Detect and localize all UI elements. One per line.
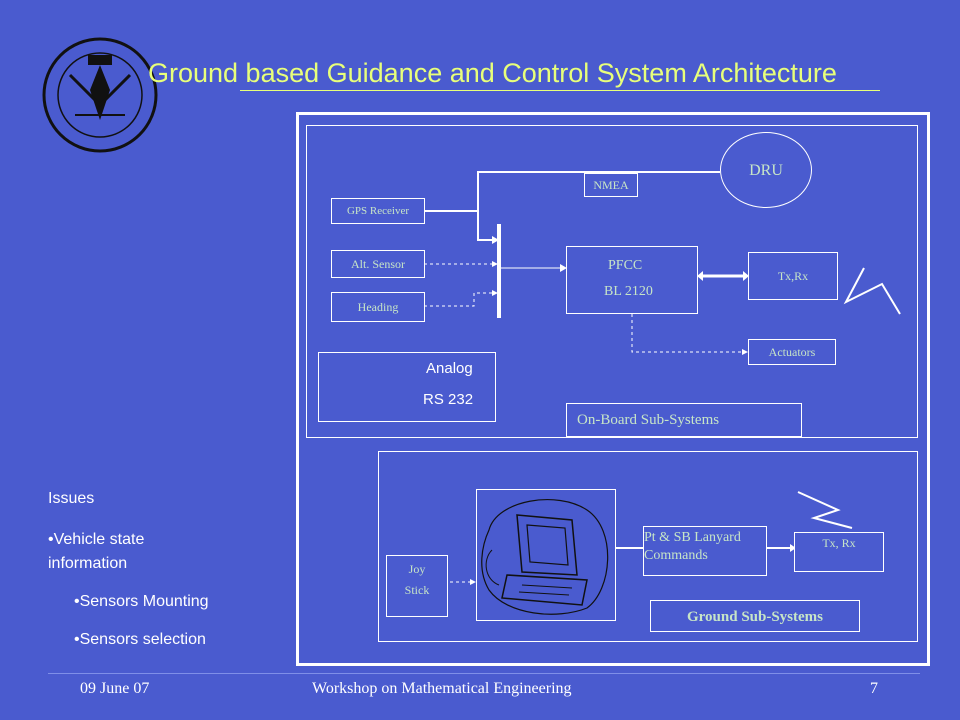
- nmea-label: NMEA: [584, 173, 638, 197]
- footer-divider: [48, 673, 920, 674]
- gps-receiver-box: GPS Receiver: [331, 198, 425, 224]
- lanyard-commands-box: Pt & SB Lanyard Commands: [643, 526, 767, 576]
- computer-icon: [476, 489, 616, 621]
- footer-event: Workshop on Mathematical Engineering: [312, 680, 572, 697]
- dru-label: DRU: [749, 162, 783, 179]
- onboard-txrx-box: Tx,Rx: [748, 252, 838, 300]
- lanyard-label-line2: Commands: [644, 548, 708, 563]
- issues-heading: Issues: [48, 490, 95, 507]
- actuators-box: Actuators: [748, 339, 836, 365]
- onboard-subsystems-label: On-Board Sub-Systems: [566, 403, 802, 437]
- onboard-panel: [306, 125, 918, 438]
- ground-txrx-box: Tx, Rx: [794, 532, 884, 572]
- joystick-box: Joy Stick: [386, 555, 448, 617]
- slide-title: Ground based Guidance and Control System…: [148, 58, 837, 88]
- footer-date: 09 June 07: [80, 680, 150, 697]
- joystick-label-line1: Joy: [408, 562, 426, 576]
- joystick-label-line2: Stick: [404, 583, 430, 597]
- heading-box: Heading: [331, 292, 425, 322]
- issue-subitem-text: Sensors selection: [79, 631, 206, 648]
- legend-analog-label: Analog: [426, 360, 473, 377]
- architecture-frame: [296, 112, 930, 666]
- ground-panel: [378, 451, 918, 642]
- title-underline: [240, 90, 880, 91]
- pfcc-model-label: BL 2120: [604, 284, 653, 299]
- legend-rs232-label: RS 232: [423, 391, 474, 408]
- ground-subsystems-label: Ground Sub-Systems: [650, 600, 860, 632]
- line-legend: [318, 352, 496, 422]
- drdo-emblem-icon: [40, 35, 160, 155]
- issue-subitem: •Sensors Mounting: [74, 593, 209, 610]
- issue-subitem-text: Sensors Mounting: [79, 593, 209, 610]
- pfcc-box: [566, 246, 698, 314]
- footer-page-number: 7: [870, 680, 878, 697]
- issue-item-text: Vehicle state information: [48, 531, 145, 572]
- dru-node: [720, 132, 812, 208]
- issue-subitem: •Sensors selection: [74, 631, 206, 648]
- alt-sensor-box: Alt. Sensor: [331, 250, 425, 278]
- pfcc-label: PFCC: [608, 258, 643, 273]
- lanyard-label-line1: Pt & SB Lanyard: [644, 530, 741, 545]
- issue-item: •Vehicle state information: [48, 531, 145, 572]
